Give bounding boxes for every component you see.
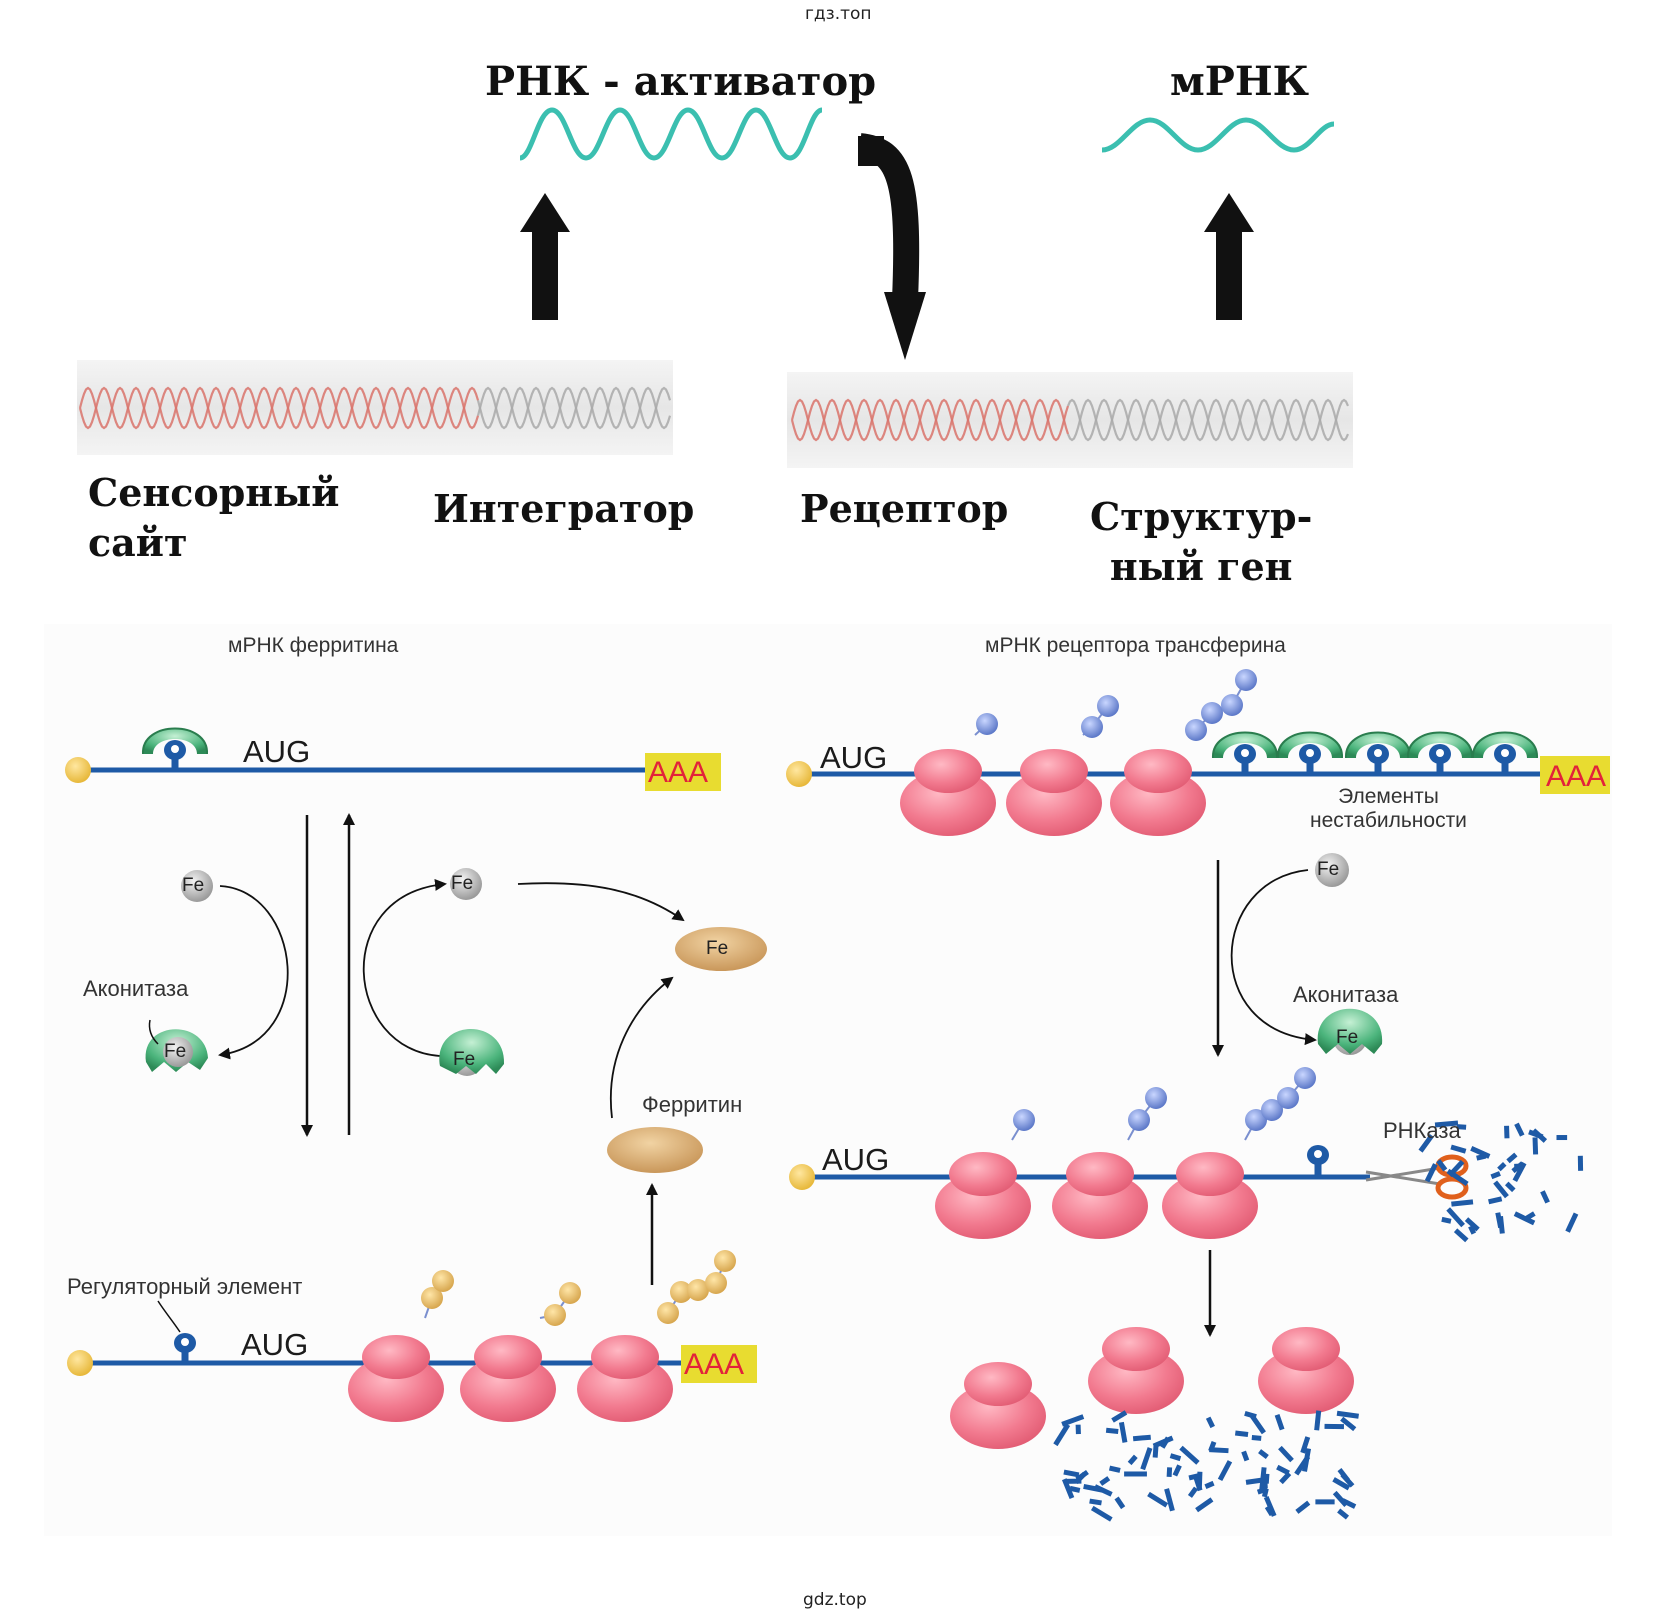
aaa-left-top: AAA [648, 756, 709, 789]
ferritin-fe [675, 927, 767, 971]
fe-left-1 [181, 870, 213, 902]
aconitase-label-right: Аконитаза [1293, 982, 1399, 1007]
receptor-label: Рецептор [800, 486, 1009, 531]
mrna-label: мРНК [1170, 58, 1310, 105]
watermark-bottom: gdz.top [803, 1590, 867, 1610]
helix-band-right [787, 372, 1353, 468]
curved-down-arrow [858, 133, 926, 360]
aconitase-fe-right-free [439, 1028, 505, 1076]
cap-right-middle [789, 1164, 815, 1190]
aaa-box-left-bottom [681, 1345, 757, 1383]
up-arrow-left [520, 193, 570, 320]
helix-left-strands [78, 386, 672, 430]
aconitase-label-left: Аконитаза [83, 976, 189, 1001]
helix-right-strands [790, 398, 1350, 442]
aug-right-middle: AUG [822, 1142, 890, 1177]
fe-label-right-2: Fe [1336, 1027, 1359, 1048]
aconitase-fe-right [1317, 1008, 1383, 1055]
fe-label-left-2: Fe [451, 873, 474, 894]
ferritin-label: Ферритин [642, 1092, 743, 1117]
aconitase-pointer [148, 1019, 159, 1045]
aug-right-top: AUG [820, 740, 888, 775]
aaa-right-top: AAA [1546, 760, 1607, 793]
aaa-box-right-top [1540, 756, 1610, 794]
instability-elements-label: Элементы нестабильности [1310, 785, 1467, 832]
rna-activator-label: РНК - активатор [485, 58, 877, 105]
integrator-label: Интегратор [433, 486, 695, 531]
cap-left-top [65, 757, 91, 783]
aug-left-top: AUG [243, 734, 311, 769]
fe-label-left-1: Fe [182, 875, 205, 896]
mrna-wave [1101, 117, 1335, 153]
fe-label-left-3: Fe [164, 1041, 187, 1062]
fe-label-ferritin: Fe [706, 938, 729, 959]
regulatory-element-label: Регуляторный элемент [67, 1274, 303, 1299]
aug-left-bottom: AUG [241, 1327, 309, 1362]
ferritin-mrna-title: мРНК ферритина [228, 634, 399, 657]
watermark-top: гдз.топ [805, 4, 872, 24]
up-arrow-right [1204, 193, 1254, 320]
fe-label-right-1: Fe [1317, 859, 1340, 880]
fe-left-2 [450, 868, 482, 900]
helix-band-left [77, 360, 673, 455]
aaa-box-left-top [645, 753, 721, 791]
ferritin-empty [607, 1127, 703, 1173]
fe-right-1 [1315, 853, 1349, 887]
structural-gene-label: Структур- ный ген [1090, 494, 1313, 589]
rna-activator-wave [519, 107, 823, 161]
cap-left-bottom [67, 1350, 93, 1376]
cap-right-top [786, 761, 812, 787]
rnase-label: РНКаза [1383, 1118, 1461, 1143]
fe-label-left-4: Fe [453, 1049, 476, 1070]
tfr-mrna-title: мРНК рецептора трансферина [985, 634, 1286, 657]
aaa-left-bottom: AAA [684, 1348, 745, 1381]
sensor-site-label: Сенсорный сайт [88, 470, 340, 565]
